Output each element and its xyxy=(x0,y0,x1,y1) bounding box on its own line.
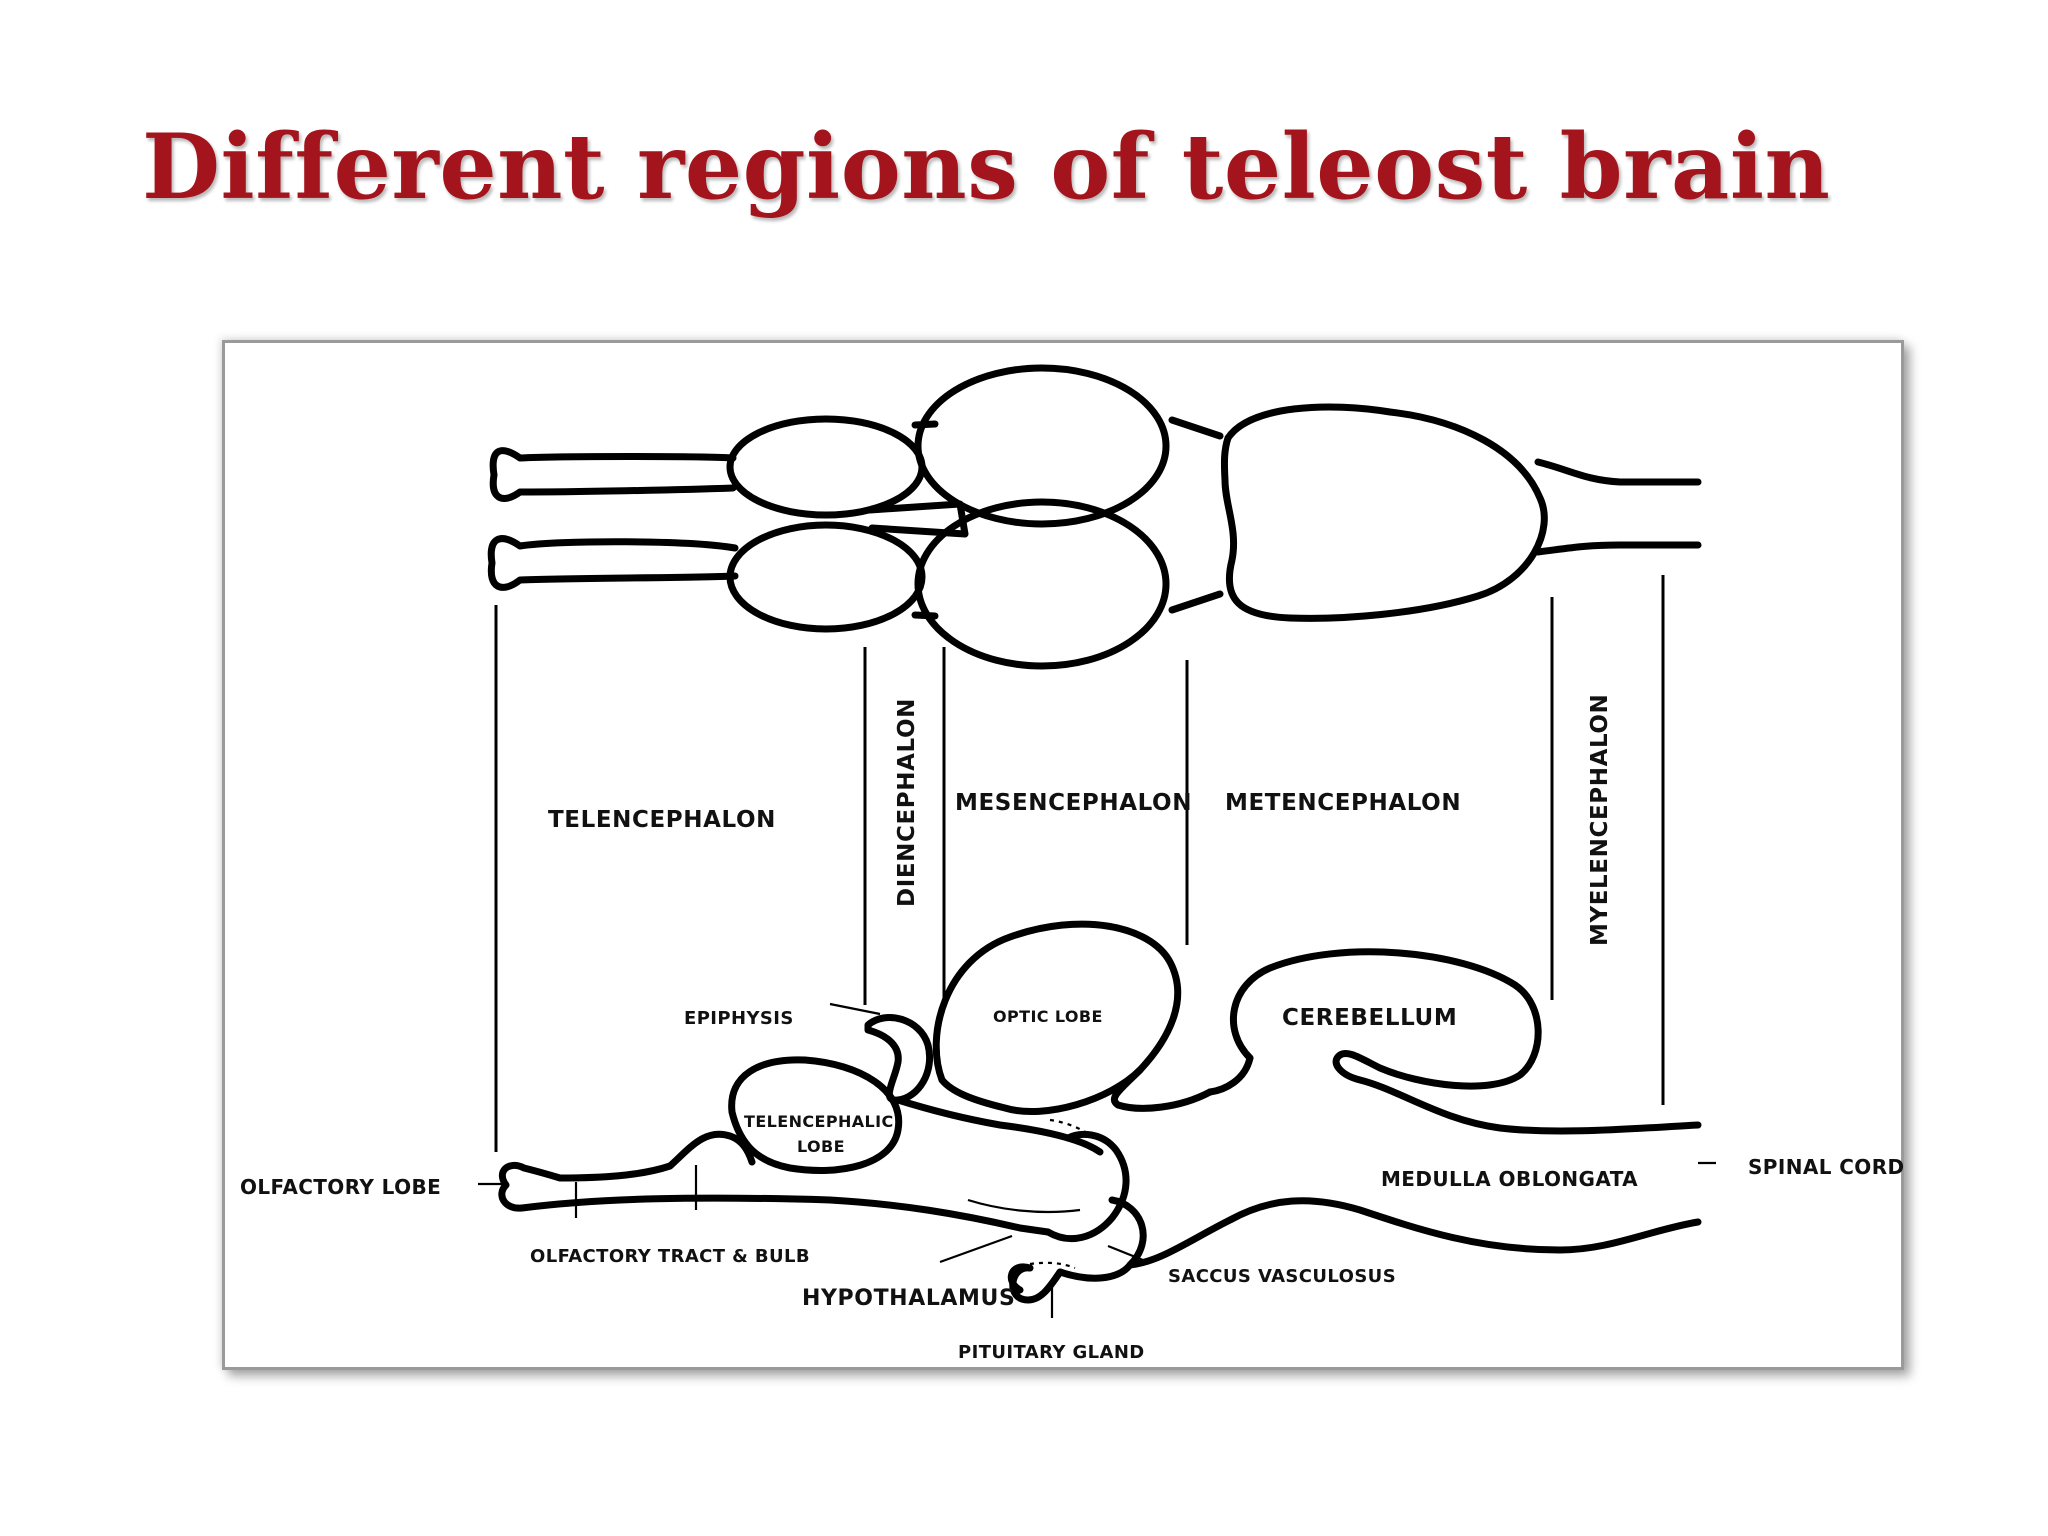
pituitary-gland xyxy=(1007,1263,1064,1304)
hypothalamus-outline xyxy=(1044,1130,1130,1243)
telencephalic-lobe xyxy=(728,1056,903,1174)
olfactory-tract-upper xyxy=(489,447,737,502)
leader-hypothalamus xyxy=(939,1234,1013,1264)
dorsal-connector-3 xyxy=(1534,458,1702,556)
sketch-hint-1 xyxy=(1049,1118,1091,1136)
brain-ventral-outline xyxy=(518,1194,1052,1236)
cerebellum-neck xyxy=(1206,1054,1254,1096)
part-labels: EPIPHYSIS OPTIC LOBE CEREBELLUM TELENCEP… xyxy=(240,1005,1905,1363)
dorsal-connector-2 xyxy=(1168,416,1224,614)
label-olfactory-lobe: OLFACTORY LOBE xyxy=(240,1175,441,1199)
sketch-hint-2 xyxy=(967,1198,1081,1214)
label-hypothalamus: HYPOTHALAMUS xyxy=(802,1286,1015,1311)
cerebellum-lateral xyxy=(1229,948,1702,1135)
label-metencephalon: METENCEPHALON xyxy=(1225,790,1461,816)
label-medulla-oblongata: MEDULLA OBLONGATA xyxy=(1381,1167,1638,1191)
dorsal-view xyxy=(487,364,1702,670)
region-dividers xyxy=(494,575,1665,1152)
slide-title: Different regions of teleost brain xyxy=(142,114,1831,220)
label-diencephalon: DIENCEPHALON xyxy=(894,698,920,907)
telencephalon-lobe-lower xyxy=(726,521,926,633)
leader-epiphysis xyxy=(829,1002,881,1016)
telencephalon-lobe-upper xyxy=(726,415,926,519)
ventral-posterior-outline xyxy=(1126,1197,1702,1269)
label-saccus-vasculosus: SACCUS VASCULOSUS xyxy=(1168,1266,1396,1287)
label-olfactory-tract-bulb: OLFACTORY TRACT & BULB xyxy=(530,1246,810,1267)
label-epiphysis: EPIPHYSIS xyxy=(684,1008,794,1029)
optic-lobe-lateral xyxy=(932,920,1182,1115)
leader-lines xyxy=(478,1002,1716,1318)
region-labels: TELENCEPHALON DIENCEPHALON MESENCEPHALON… xyxy=(548,694,1613,946)
sketch-hint-3 xyxy=(1029,1261,1076,1270)
label-optic-lobe: OPTIC LOBE xyxy=(993,1007,1103,1026)
label-telencephalic-lobe-1: TELENCEPHALIC xyxy=(744,1112,894,1131)
label-telencephalon: TELENCEPHALON xyxy=(548,807,776,833)
label-spinal-cord: SPINAL CORD xyxy=(1748,1155,1905,1179)
cerebellum-dorsal xyxy=(1220,403,1548,622)
diencephalon-body xyxy=(894,1096,1104,1156)
optic-lobe-lower xyxy=(914,498,1170,670)
olfactory-tract-lower xyxy=(487,535,739,591)
lateral-view xyxy=(498,920,1702,1304)
label-mesencephalon: MESENCEPHALON xyxy=(955,790,1192,816)
label-myelencephalon: MYELENCEPHALON xyxy=(1587,694,1613,946)
leader-saccus xyxy=(1107,1244,1149,1264)
mesencephalon-tegmentum xyxy=(1111,1066,1214,1112)
label-pituitary-gland: PITUITARY GLAND xyxy=(958,1342,1145,1363)
optic-lobe-upper xyxy=(914,364,1170,528)
label-telencephalic-lobe-2: LOBE xyxy=(797,1137,845,1156)
label-cerebellum: CEREBELLUM xyxy=(1282,1005,1457,1031)
